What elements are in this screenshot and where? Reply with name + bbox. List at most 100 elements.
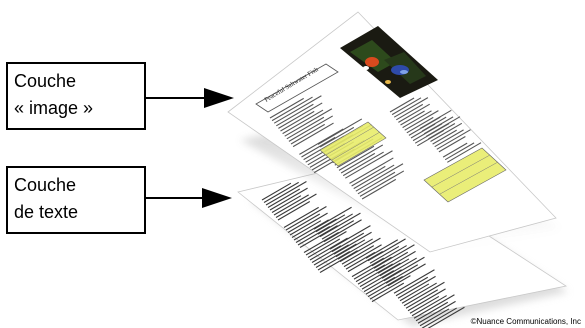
text-line <box>351 257 385 278</box>
text-line <box>353 164 395 190</box>
text-line <box>336 145 375 169</box>
text-line <box>357 171 396 195</box>
arrow-to-text-layer <box>146 188 232 208</box>
text-line <box>367 238 406 262</box>
text-line <box>284 108 333 137</box>
text-line <box>427 306 465 328</box>
text-line <box>367 275 403 298</box>
text-line <box>413 294 455 319</box>
image-layer-page <box>227 11 557 253</box>
text-line <box>311 245 342 263</box>
text-line <box>292 122 334 148</box>
text-line <box>273 95 322 124</box>
text-line <box>341 245 375 265</box>
text-line <box>338 144 384 171</box>
text-line <box>393 269 435 294</box>
text-line <box>263 181 299 203</box>
text-line <box>396 103 424 121</box>
text-line <box>404 110 439 131</box>
image-layer-label-line-1: Couche <box>14 71 77 91</box>
text-line <box>288 115 334 142</box>
text-line <box>357 263 393 285</box>
table-right <box>423 147 507 203</box>
text-line <box>333 231 372 255</box>
text-line <box>426 116 461 137</box>
text-line <box>423 116 454 135</box>
text-line <box>434 129 464 148</box>
text-layer-label-line-1: Couche <box>14 175 77 195</box>
text-line <box>400 110 425 126</box>
text-line <box>406 116 434 134</box>
text-line <box>383 256 425 282</box>
text-line <box>365 239 399 259</box>
text-line <box>321 220 355 240</box>
text-line <box>387 263 426 287</box>
text-line <box>305 231 347 256</box>
text-line <box>290 123 325 145</box>
text-line <box>438 136 466 153</box>
text-line <box>379 258 410 277</box>
text-line <box>315 243 357 268</box>
text-line <box>385 264 419 284</box>
text-line <box>339 237 381 263</box>
text-line <box>319 126 355 148</box>
text-line <box>373 244 415 269</box>
text-line <box>403 281 445 307</box>
text-line <box>317 251 351 271</box>
text-line <box>313 244 349 266</box>
text-layer-label-line-2: de texte <box>14 202 79 222</box>
text-line <box>283 206 319 228</box>
text-line <box>293 219 329 241</box>
text-line <box>286 116 325 140</box>
image-layer-label-line-2: « image » <box>14 98 94 118</box>
text-line <box>397 275 436 299</box>
text-line <box>377 250 416 274</box>
text-line <box>417 300 456 324</box>
text-line <box>315 214 346 233</box>
text-line <box>347 250 383 273</box>
text-line <box>399 283 430 302</box>
text-layer-lines <box>261 181 465 328</box>
text-line <box>289 212 328 236</box>
text-line <box>269 97 304 119</box>
text-line <box>265 181 307 206</box>
text-line <box>319 250 358 273</box>
text-line <box>297 226 331 246</box>
text-line <box>405 289 439 309</box>
text-line <box>273 194 309 216</box>
text-line <box>335 239 366 258</box>
text-line <box>436 129 471 150</box>
text-line <box>393 97 429 118</box>
text-line <box>421 307 457 328</box>
text-line <box>361 270 395 290</box>
text-line <box>307 238 341 258</box>
text-line <box>267 188 301 208</box>
text-line <box>355 163 404 192</box>
text-line <box>351 165 386 187</box>
text-line <box>299 128 344 155</box>
text-line <box>395 276 429 297</box>
text-line <box>432 129 457 145</box>
text-line <box>430 122 463 142</box>
text-line <box>271 195 302 213</box>
arrow-to-image-layer <box>146 88 234 108</box>
text-line <box>355 264 386 283</box>
text-line <box>365 276 396 295</box>
text-line <box>442 142 468 158</box>
text-line <box>323 219 362 243</box>
text-line <box>444 142 475 161</box>
text-line <box>345 251 376 270</box>
text-line <box>317 118 363 145</box>
text-line <box>269 187 308 211</box>
text-layer-label: Couche de texte <box>6 166 146 234</box>
text-line <box>319 212 361 238</box>
text-line <box>361 178 397 200</box>
text-line <box>277 201 311 221</box>
text-line <box>291 220 322 238</box>
text-line <box>371 282 405 303</box>
text-line <box>428 123 456 140</box>
text-line <box>329 225 371 250</box>
text-line <box>331 232 365 253</box>
text-line <box>407 288 446 312</box>
